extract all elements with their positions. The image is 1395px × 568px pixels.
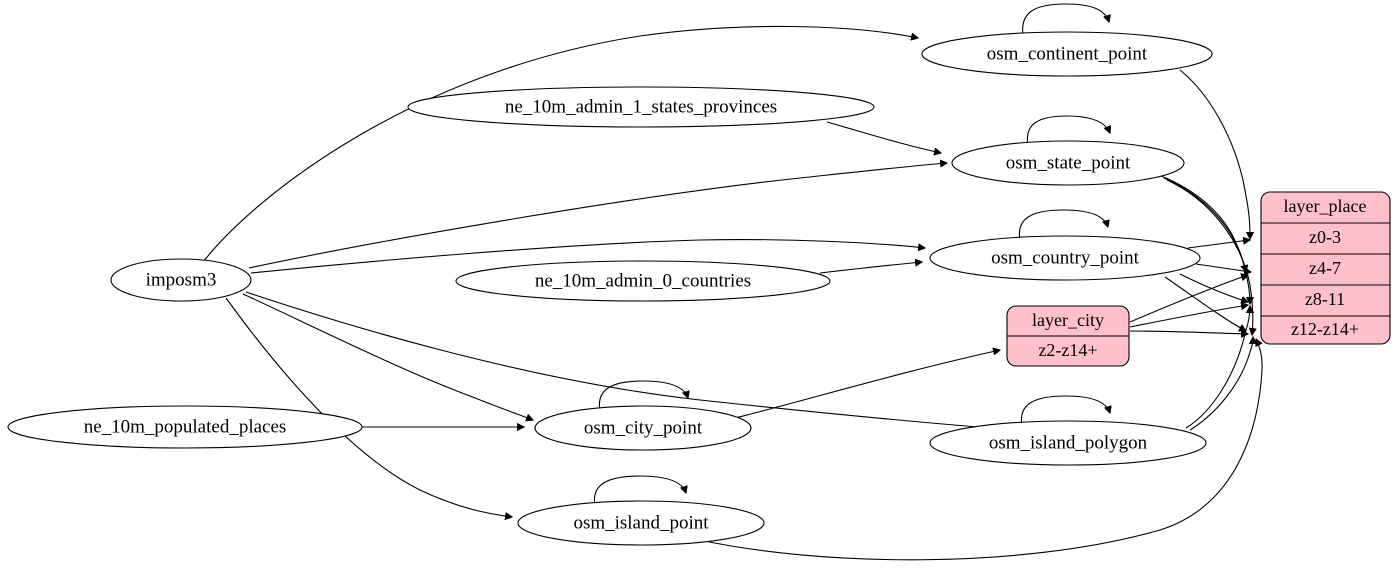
record-row-layer-place-z4-7[interactable]: z4-7	[1309, 258, 1341, 278]
edge-osm-city-point-layer-city	[734, 350, 1000, 419]
edges-layer	[202, 3, 1263, 561]
node-osm-state-point[interactable]: osm_state_point	[951, 140, 1185, 186]
node-label-osm-state-point: osm_state_point	[1006, 152, 1131, 173]
edge-osm-country-point-layer-place-z4-7	[1195, 263, 1251, 272]
edge-imposm3-osm-island-point	[225, 297, 512, 517]
node-label-osm-island-point: osm_island_point	[573, 512, 709, 533]
edge-osm-island-polygon-layer-place-z8-11	[1185, 306, 1250, 429]
edge-imposm3-osm-continent-point	[202, 25, 918, 263]
node-osm-country-point[interactable]: osm_country_point	[929, 235, 1201, 281]
node-label-imposm3: imposm3	[146, 269, 217, 290]
edge-selfloop-osm-city-point	[598, 380, 688, 412]
node-ne-10m-admin-0-countries[interactable]: ne_10m_admin_0_countries	[455, 260, 831, 302]
node-label-osm-island-polygon: osm_island_polygon	[989, 432, 1148, 453]
node-label-ne-10m-admin-0-countries: ne_10m_admin_0_countries	[535, 270, 751, 291]
node-osm-city-point[interactable]: osm_city_point	[534, 405, 752, 451]
node-imposm3[interactable]: imposm3	[110, 258, 252, 302]
record-node-layer-city[interactable]: layer_city z2-z14+	[1006, 305, 1130, 367]
edge-imposm3-osm-state-point	[248, 163, 947, 269]
edge-imposm3-osm-country-point	[250, 239, 925, 274]
record-row-layer-place-title: layer_place	[1284, 196, 1367, 216]
edge-selfloop-osm-island-point	[593, 475, 686, 507]
record-row-layer-city-z2-z14[interactable]: z2-z14+	[1038, 340, 1097, 360]
edge-layer-city-layer-place-z4-7-alt	[1129, 275, 1248, 323]
node-label-osm-continent-point: osm_continent_point	[987, 43, 1148, 64]
node-ne-10m-admin-1-states-provinces[interactable]: ne_10m_admin_1_states_provinces	[407, 86, 875, 128]
record-row-layer-place-z12-z14[interactable]: z12-z14+	[1291, 319, 1359, 339]
edge-selfloop-osm-country-point	[1018, 209, 1108, 241]
edge-ne-admin1-osm-state-point	[826, 121, 941, 153]
edge-osm-country-point-layer-place-z0-3	[1187, 240, 1250, 249]
edge-imposm3-osm-island-polygon	[245, 291, 1002, 429]
edge-layer-city-layer-place-z12-z14	[1129, 331, 1248, 334]
node-label-osm-city-point: osm_city_point	[584, 417, 703, 438]
record-row-layer-place-z8-11[interactable]: z8-11	[1305, 289, 1345, 309]
record-row-layer-city-title: layer_city	[1032, 310, 1104, 330]
edge-osm-continent-point-layer-place-z0-3	[1179, 69, 1250, 239]
edge-osm-country-point-layer-place-z8-11	[1179, 273, 1248, 302]
edge-ne-admin0-osm-country-point	[819, 262, 922, 274]
node-label-ne-10m-populated-places: ne_10m_populated_places	[84, 416, 287, 437]
edge-layer-city-layer-place-z8-11	[1129, 305, 1248, 328]
node-label-osm-country-point: osm_country_point	[991, 247, 1139, 268]
record-nodes-layer: layer_place z0-3 z4-7 z8-11 z12-z14+ lay…	[1006, 191, 1391, 367]
edge-osm-island-polygon-layer-place-z12-z14	[1189, 337, 1253, 431]
edge-selfloop-osm-continent-point	[1022, 3, 1109, 36]
nodes-layer: imposm3 ne_10m_admin_1_states_provinces …	[7, 31, 1213, 546]
edge-imposm3-osm-city-point	[242, 293, 533, 420]
node-osm-continent-point[interactable]: osm_continent_point	[921, 31, 1213, 77]
record-row-layer-place-z0-3[interactable]: z0-3	[1309, 227, 1341, 247]
record-node-layer-place[interactable]: layer_place z0-3 z4-7 z8-11 z12-z14+	[1260, 191, 1391, 345]
edge-osm-island-point-layer-place-z12-z14	[699, 339, 1263, 561]
node-osm-island-point[interactable]: osm_island_point	[517, 500, 765, 546]
edge-selfloop-osm-state-point	[1026, 115, 1110, 147]
edge-osm-country-point-layer-place-z12-z14	[1164, 276, 1246, 331]
node-osm-island-polygon[interactable]: osm_island_polygon	[929, 420, 1207, 466]
node-ne-10m-populated-places[interactable]: ne_10m_populated_places	[7, 405, 363, 449]
edge-selfloop-osm-island-polygon	[1020, 395, 1110, 427]
node-label-ne-10m-admin-1-states-provinces: ne_10m_admin_1_states_provinces	[505, 96, 777, 117]
